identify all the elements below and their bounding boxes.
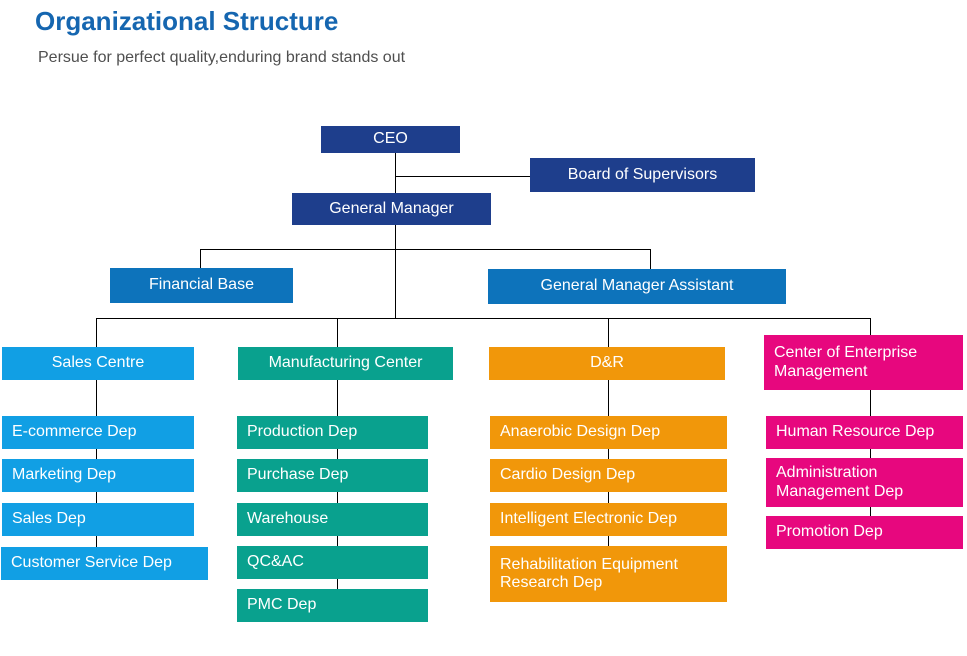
page-subtitle: Persue for perfect quality,enduring bran…: [38, 49, 406, 66]
connector-drop-sales: [96, 318, 97, 347]
connector-drop-gm-assistant: [650, 249, 651, 269]
sales-dep-box: Sales Dep: [2, 503, 194, 536]
enterprise-management-header: Center of Enterprise Management: [764, 335, 963, 390]
promotion-dep-box: Promotion Dep: [766, 516, 963, 549]
rehabilitation-equipment-research-dep-box: Rehabilitation Equipment Research Dep: [490, 546, 727, 602]
manufacturing-center-header: Manufacturing Center: [238, 347, 453, 380]
sales-centre-header: Sales Centre: [2, 347, 194, 380]
financial-base-box: Financial Base: [110, 268, 293, 303]
human-resource-dep-box: Human Resource Dep: [766, 416, 963, 449]
production-dep-box: Production Dep: [237, 416, 428, 449]
ecommerce-dep-box: E-commerce Dep: [2, 416, 194, 449]
general-manager-assistant-box: General Manager Assistant: [488, 269, 786, 304]
anaerobic-design-dep-box: Anaerobic Design Dep: [490, 416, 727, 449]
cardio-design-dep-box: Cardio Design Dep: [490, 459, 727, 492]
connector-ceo-to-gm: [395, 153, 396, 193]
connector-to-board: [395, 176, 530, 177]
board-of-supervisors-box: Board of Supervisors: [530, 158, 755, 192]
connector-gm-trunk: [395, 225, 396, 318]
marketing-dep-box: Marketing Dep: [2, 459, 194, 492]
connector-branch-columns: [96, 318, 871, 319]
administration-management-dep-box: Administration Management Dep: [766, 458, 963, 507]
connector-drop-financial-base: [200, 249, 201, 268]
connector-drop-dr: [608, 318, 609, 347]
ceo-box: CEO: [321, 126, 460, 153]
dr-header: D&R: [489, 347, 725, 380]
pmc-dep-box: PMC Dep: [237, 589, 428, 622]
customer-service-dep-box: Customer Service Dep: [1, 547, 208, 580]
warehouse-box: Warehouse: [237, 503, 428, 536]
purchase-dep-box: Purchase Dep: [237, 459, 428, 492]
general-manager-box: General Manager: [292, 193, 491, 225]
connector-branch-level2: [200, 249, 651, 250]
intelligent-electronic-dep-box: Intelligent Electronic Dep: [490, 503, 727, 536]
connector-drop-enterprise: [870, 318, 871, 335]
connector-drop-manufacturing: [337, 318, 338, 347]
page-title: Organizational Structure: [35, 6, 339, 36]
qc-ac-box: QC&AC: [237, 546, 428, 579]
